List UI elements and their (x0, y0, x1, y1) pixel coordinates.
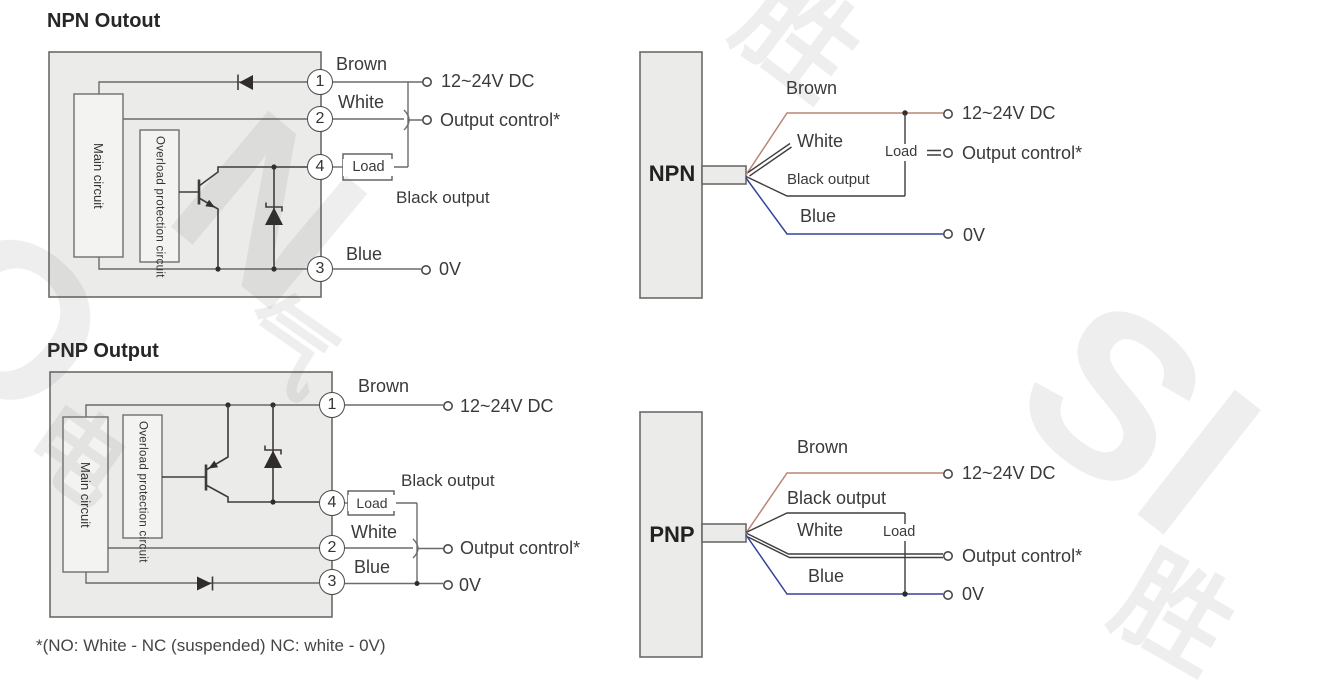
terminal-label-power: 12~24V DC (441, 71, 535, 91)
white-wire-double-line (746, 532, 943, 559)
load-link-double-line (927, 149, 941, 156)
zener-diode-icon (264, 405, 282, 502)
wire-label-white: White (338, 92, 385, 112)
npn-wiring-zero-terminal (942, 229, 953, 240)
pnp-wiring-output-terminal (942, 550, 953, 561)
npn-overload-label: Overload protection circuit (153, 136, 166, 278)
wire-label-brown: Brown (797, 437, 849, 457)
wire-label-brown: Brown (336, 54, 388, 74)
pin-circle-1: 1 (319, 392, 345, 418)
terminal-label-output: Output control* (962, 143, 1083, 163)
pnp-wiring-zero-terminal (942, 589, 953, 600)
pin-circle-2: 2 (307, 106, 333, 132)
diode-icon (239, 75, 253, 90)
wire-label-black: Black output (787, 488, 887, 508)
npn-wiring-output-terminal (942, 148, 953, 159)
npn-output-terminal (421, 115, 432, 126)
wire-label-brown: Brown (358, 376, 410, 396)
terminal-label-zero: 0V (962, 584, 985, 604)
pnp-block-label: PNP (649, 522, 695, 547)
wire-label-brown: Brown (786, 78, 838, 98)
npn-wiring-lines (639, 51, 953, 299)
pnp-zero-terminal (442, 579, 453, 590)
terminal-label-zero: 0V (459, 575, 482, 595)
pnp-overload-label: Overload protection circuit (136, 421, 149, 563)
pnp-sensor-block (639, 411, 703, 658)
wire-label-white: White (797, 131, 844, 151)
npn-section-title: NPN Outout (47, 10, 161, 32)
footnote: *(NO: White - NC (suspended) NC: white -… (36, 636, 386, 655)
terminal-label-output: Output control* (440, 110, 561, 130)
wire-label-blue: Blue (800, 206, 837, 226)
wire-label-black: Black output (787, 171, 870, 188)
load-label: Load (348, 495, 396, 512)
diode-icon (197, 576, 212, 591)
pnp-main-circuit-box (62, 416, 109, 573)
npn-overload-box (139, 129, 180, 263)
wire-label-white: White (797, 520, 844, 540)
npn-cable-stub (701, 165, 747, 185)
wire-label-black: Black output (396, 188, 490, 207)
terminal-label-power: 12~24V DC (962, 463, 1056, 483)
wire-label-blue: Blue (346, 244, 383, 264)
wire-label-blue: Blue (354, 557, 391, 577)
pin-circle-4: 4 (307, 154, 333, 180)
pnp-cable-stub (701, 523, 747, 543)
pnp-wiring-lines (639, 411, 953, 658)
terminal-label-zero: 0V (963, 225, 986, 245)
npn-schematic-lines (48, 51, 432, 298)
wire-label-blue: Blue (808, 566, 845, 586)
terminal-label-power: 12~24V DC (460, 396, 554, 416)
npn-power-terminal (421, 77, 432, 88)
pnp-overload-box (122, 414, 163, 539)
pnp-wiring-power-terminal (942, 468, 953, 479)
terminal-label-power: 12~24V DC (962, 103, 1056, 123)
npn-wiring-power-terminal (942, 109, 953, 120)
pin-circle-2: 2 (319, 535, 345, 561)
pnp-power-terminal (442, 400, 453, 411)
load-label: Load (884, 144, 919, 161)
npn-main-circuit-label: Main circuit (91, 142, 106, 209)
pnp-schematic-lines (49, 371, 453, 618)
zener-diode-icon (265, 167, 283, 269)
pin-circle-1: 1 (307, 69, 333, 95)
pnp-section-title: PNP Output (47, 340, 159, 362)
pin-circle-3: 3 (307, 256, 333, 282)
terminal-label-output: Output control* (460, 538, 581, 558)
terminal-label-output: Output control* (962, 546, 1083, 566)
npn-block-label: NPN (648, 161, 696, 186)
pnp-main-circuit-label: Main circuit (78, 461, 93, 528)
white-wire-double-line (747, 142, 792, 177)
pnp-output-terminal (442, 543, 453, 554)
wire-label-black: Black output (401, 471, 495, 490)
terminal-label-zero: 0V (439, 259, 462, 279)
npn-sensor-block (639, 51, 703, 299)
load-label: Load (882, 524, 917, 541)
wire-label-white: White (351, 522, 398, 542)
npn-main-circuit-box (73, 93, 124, 258)
npn-transistor-icon (179, 166, 307, 269)
load-label: Load (343, 159, 394, 176)
pin-circle-4: 4 (319, 490, 345, 516)
npn-zero-terminal (420, 264, 431, 275)
pin-circle-3: 3 (319, 569, 345, 595)
